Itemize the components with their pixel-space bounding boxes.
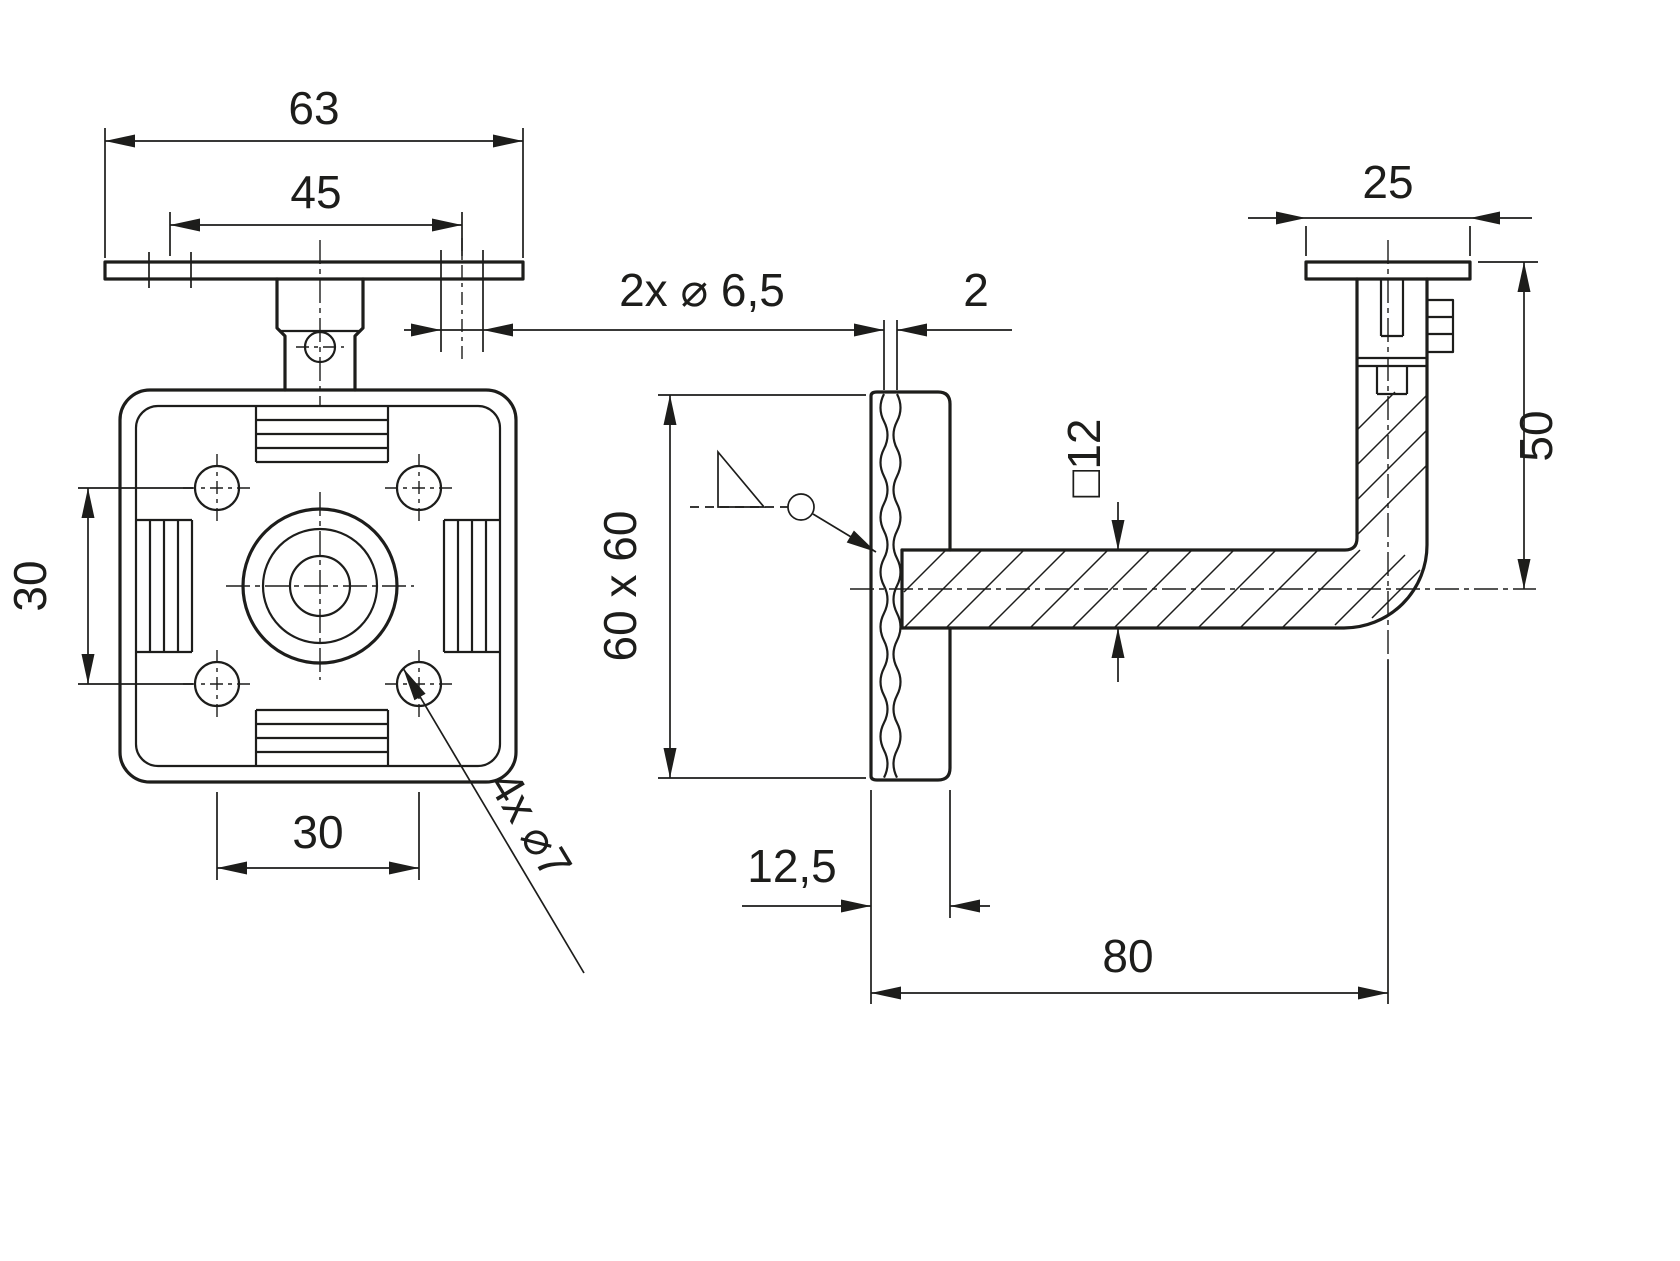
dimension-plate-width: 63	[104, 82, 524, 258]
dim-label-30-vertical: 30	[4, 560, 56, 611]
dimension-hole-spacing-horizontal: 30	[216, 792, 420, 880]
dim-label-30-horizontal: 30	[292, 806, 343, 858]
dim-label-50: 50	[1510, 410, 1562, 461]
dim-label-2: 2	[963, 264, 989, 316]
dimension-hole-spacing-vertical: 30	[4, 487, 193, 685]
rib-pad-bottom	[254, 708, 390, 766]
dimension-plate-face: 60 x 60	[594, 394, 866, 779]
dimension-plate-depth: 12,5	[742, 790, 990, 918]
dim-label-25: 25	[1362, 156, 1413, 208]
rib-pad-left	[136, 518, 194, 654]
gasket-wavy-line	[879, 393, 889, 779]
dimension-drop-height: 50	[1478, 261, 1562, 589]
dimension-gasket-thickness: 2	[854, 264, 1012, 390]
front-view: 63 45 30 30 4x ⌀7	[4, 82, 585, 974]
leader-corner-holes: 4x ⌀7	[402, 667, 585, 974]
dimension-saddle-holes: 2x ⌀ 6,5	[404, 264, 884, 337]
dimension-arm-section: □12	[1058, 419, 1125, 682]
dim-label-45: 45	[290, 166, 341, 218]
dim-label-60x60: 60 x 60	[594, 511, 646, 662]
dim-label-12: □12	[1058, 419, 1110, 498]
side-view-centerlines	[850, 240, 1536, 1004]
dim-label-4x7: 4x ⌀7	[479, 762, 583, 887]
saddle-joint-side	[1357, 279, 1455, 396]
side-view: 25 50 2x ⌀ 6,5 2 60 x 60	[404, 156, 1562, 1004]
front-view-centerlines	[183, 238, 463, 718]
dimension-saddle-depth: 25	[1248, 156, 1532, 256]
surface-finish-symbol	[690, 449, 877, 553]
wall-plate-side	[869, 390, 952, 782]
bracket-arm-side	[900, 277, 1455, 630]
dim-label-125: 12,5	[747, 840, 837, 892]
dimension-saddle-hole-spacing: 45	[169, 166, 463, 256]
dim-label-80: 80	[1102, 930, 1153, 982]
gasket-wavy-line	[892, 393, 902, 779]
rib-pad-right	[442, 518, 500, 654]
dim-label-63: 63	[288, 82, 339, 134]
section-hatching	[903, 391, 1428, 629]
dim-label-2x65: 2x ⌀ 6,5	[619, 264, 785, 316]
rib-pad-top	[254, 406, 390, 464]
saddle-plate-front	[103, 250, 525, 352]
dimension-wall-projection: 80	[870, 790, 1388, 1004]
